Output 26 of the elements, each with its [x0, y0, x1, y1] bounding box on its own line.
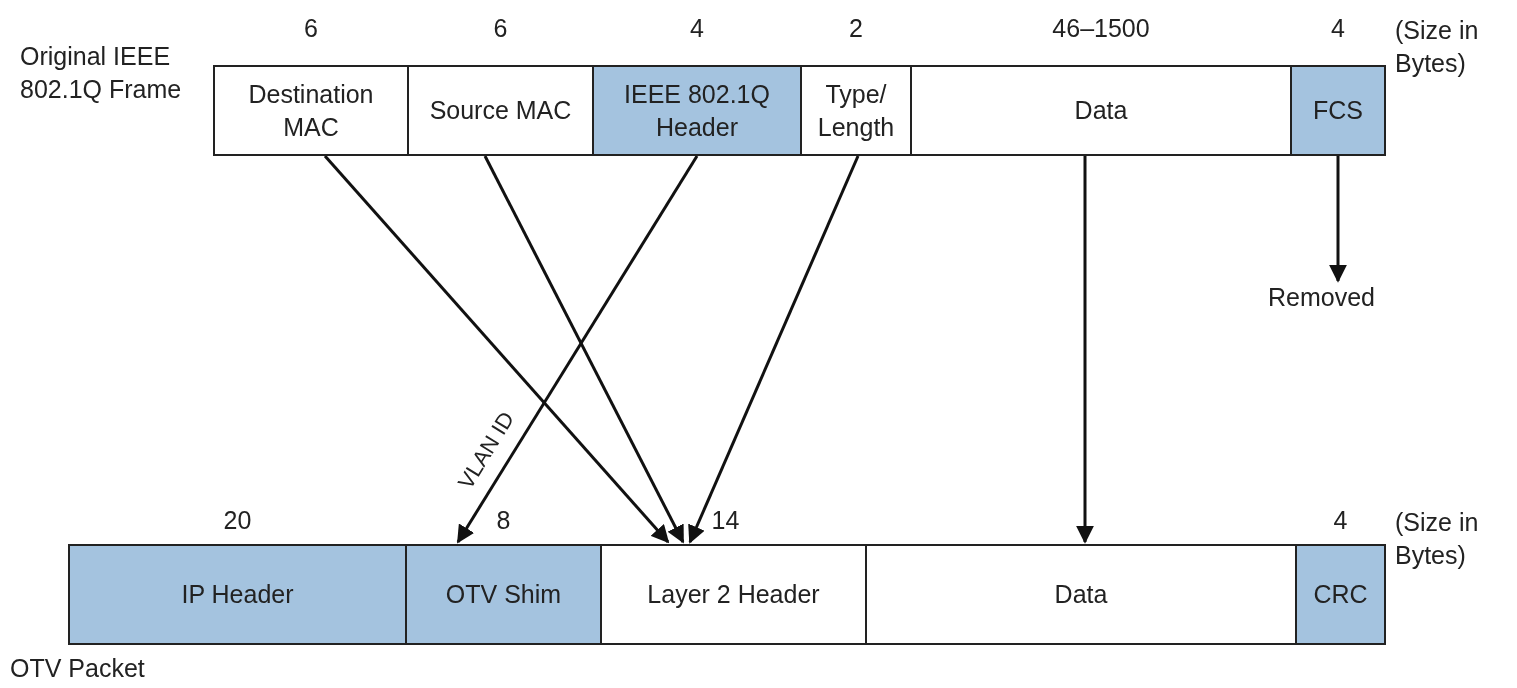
header-field: Source MAC: [407, 65, 594, 156]
size-value: 4: [1331, 14, 1345, 43]
header-field: OTV Shim: [405, 544, 602, 645]
header-field: CRC: [1295, 544, 1386, 645]
size-value: 6: [493, 14, 508, 43]
header-field: Data: [910, 65, 1292, 156]
size-value: 46–1500: [1052, 14, 1150, 43]
label-text: (Size in Bytes): [1395, 507, 1480, 571]
header-field: IP Header: [68, 544, 407, 645]
size-value: 2: [849, 14, 863, 43]
header-field: Type/ Length: [800, 65, 912, 156]
size-value: 8: [496, 506, 511, 535]
label-text: Original IEEE 802.1Q Frame: [20, 41, 183, 105]
header-field: Destination MAC: [213, 65, 409, 156]
size-value: 6: [304, 14, 318, 43]
header-field: FCS: [1290, 65, 1386, 156]
removed-text: Removed: [1268, 283, 1375, 312]
label-text: OTV Packet: [10, 653, 146, 684]
header-field: IEEE 802.1Q Header: [592, 65, 802, 156]
size-value: 14: [711, 506, 740, 535]
header-field: Layer 2 Header: [600, 544, 867, 645]
size-value: 20: [223, 506, 252, 535]
label-text: (Size in Bytes): [1395, 15, 1480, 79]
size-value: 4: [1333, 506, 1348, 535]
header-field: Data: [865, 544, 1297, 645]
size-value: 4: [690, 14, 704, 43]
